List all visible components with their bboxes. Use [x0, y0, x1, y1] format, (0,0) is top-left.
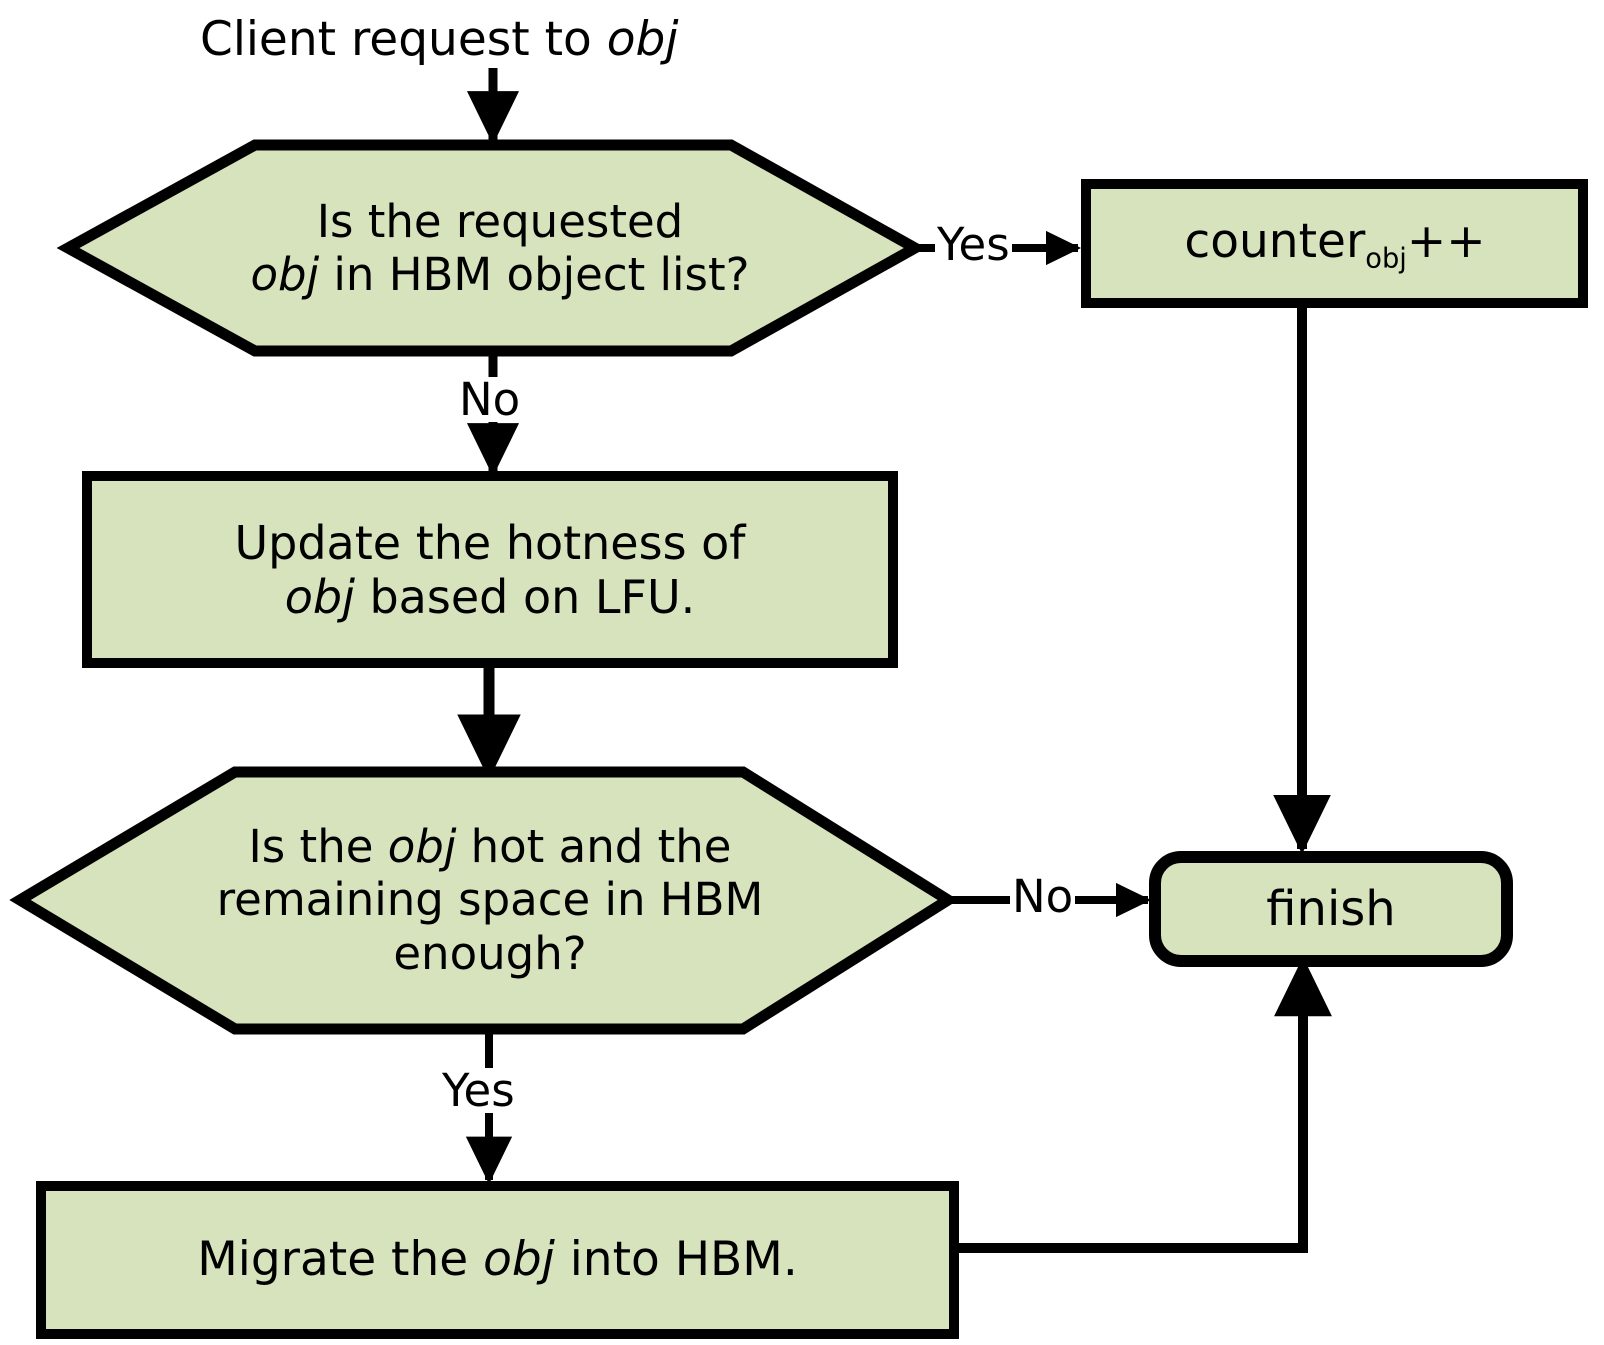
decision-is-obj-in-hbm-list-shape[interactable]: [56, 139, 927, 357]
edge-label-decision2-no: No: [1010, 870, 1076, 923]
edge-migrate-to-finish: [958, 956, 1332, 1253]
edge-label-decision2-yes: Yes: [438, 1068, 519, 1113]
start-label-text: Client request to: [200, 12, 607, 67]
process-counter-increment-shape[interactable]: [1081, 179, 1588, 308]
decision-obj-hot-and-space-shape[interactable]: [9, 766, 959, 1035]
edge-label-decision1-no: No: [455, 377, 525, 422]
start-label: Client request to obj: [200, 12, 678, 67]
edge-label-decision1-yes: Yes: [935, 218, 1012, 271]
process-migrate-obj-shape[interactable]: [36, 1181, 959, 1339]
terminator-finish-shape[interactable]: [1149, 851, 1513, 967]
process-update-hotness-shape[interactable]: [82, 471, 898, 668]
start-label-em: obj: [606, 12, 679, 67]
